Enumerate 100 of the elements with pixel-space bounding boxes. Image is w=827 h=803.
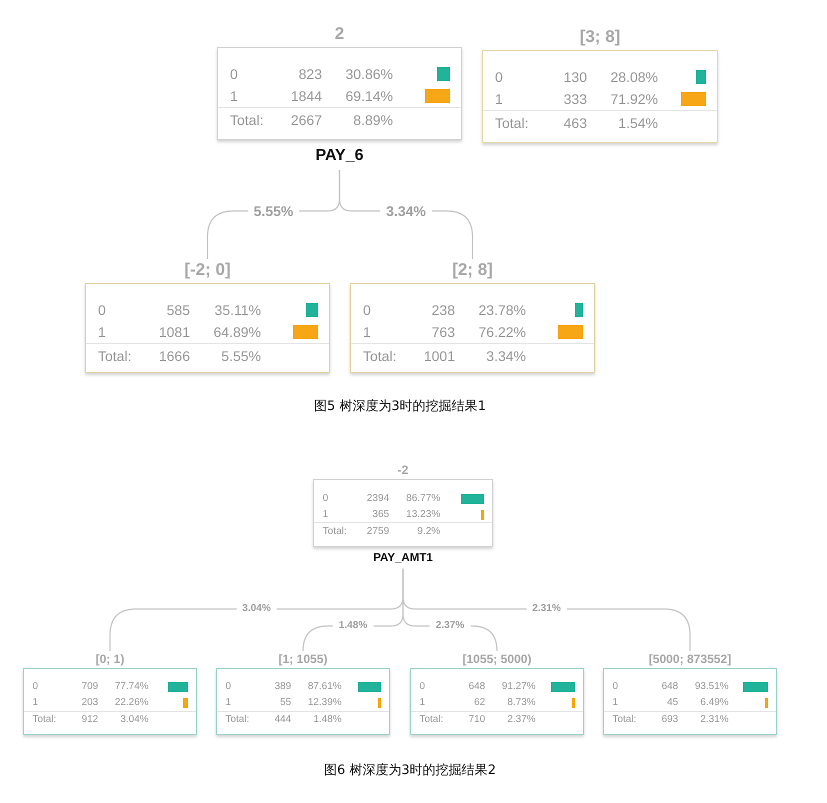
split-variable-label: PAY_AMT1 <box>372 552 434 564</box>
table-cell: 1844 <box>290 89 322 103</box>
table-cell: 2667 <box>290 113 322 127</box>
table-cell: 823 <box>298 67 322 81</box>
table-cell: 238 <box>432 303 455 317</box>
table-cell: 648 <box>468 682 486 692</box>
edge-label: 1.48% <box>332 620 374 632</box>
table-cell: 87.61% <box>308 682 342 692</box>
table-cell: 0 <box>230 67 238 81</box>
table-cell: 76.22% <box>478 325 526 339</box>
table-cell: Total: <box>420 715 444 726</box>
table-cell: 463 <box>564 116 587 130</box>
table-cell: 2394 <box>366 494 390 504</box>
table-cell: 0 <box>363 303 371 317</box>
table-cell: 130 <box>564 70 587 84</box>
table-cell: 9.2% <box>417 526 440 537</box>
table-cell: 1 <box>230 89 238 103</box>
table-cell: 93.51% <box>694 682 729 692</box>
table-cell: 3.34% <box>486 349 526 363</box>
table-cell: 1 <box>420 698 426 708</box>
table-cell: 389 <box>274 682 292 692</box>
table-cell: 71.92% <box>610 92 658 106</box>
table-cell: 12.39% <box>308 698 342 708</box>
table-cell: 648 <box>662 682 678 692</box>
table-cell: 0 <box>226 682 232 692</box>
node-heading: [0; 1) <box>94 652 126 666</box>
table-cell: 64.89% <box>214 325 261 339</box>
table-cell: 86.77% <box>406 494 440 504</box>
table-cell: 69.14% <box>346 89 393 103</box>
table-cell: 35.11% <box>214 303 261 317</box>
table-cell: 55 <box>280 698 292 708</box>
node-heading: [2; 8] <box>451 261 494 278</box>
figure-caption: 图5 树深度为3时的挖掘结果1 <box>314 400 486 413</box>
table-cell: 0 <box>420 682 426 692</box>
table-cell: Total: <box>612 715 636 726</box>
table-cell: 1666 <box>158 349 190 363</box>
table-cell: 0 <box>322 494 328 504</box>
table-cell: 8.73% <box>507 698 536 708</box>
node-heading: [1055; 5000) <box>461 652 533 666</box>
table-cell: 13.23% <box>406 510 440 520</box>
table-cell: 0 <box>98 303 106 317</box>
table-cell: Total: <box>226 715 250 726</box>
split-variable-label: PAY_6 <box>314 148 365 164</box>
table-cell: 6.49% <box>700 698 729 708</box>
table-cell: 585 <box>166 303 190 317</box>
edge-label: 3.04% <box>236 604 277 614</box>
table-cell: 28.08% <box>610 70 658 84</box>
table-cell: 1 <box>98 325 106 339</box>
table-cell: 444 <box>274 715 292 726</box>
table-cell: 23.78% <box>478 303 526 317</box>
table-cell: 1081 <box>158 325 190 339</box>
table-cell: Total: <box>32 715 56 726</box>
table-cell: 1 <box>32 698 38 708</box>
node-heading: [1; 1055) <box>278 652 328 666</box>
table-cell: 333 <box>564 92 587 106</box>
node-heading: 2 <box>334 25 346 42</box>
table-cell: 1 <box>322 510 328 520</box>
table-cell: 2.37% <box>507 715 536 726</box>
edge-label: 5.55% <box>248 204 300 218</box>
table-cell: 203 <box>82 698 98 708</box>
node-heading: [3; 8] <box>578 28 622 45</box>
node-heading: -2 <box>396 464 410 476</box>
table-cell: 1 <box>495 92 503 106</box>
table-cell: 1001 <box>424 349 455 363</box>
table-cell: 8.89% <box>353 113 393 127</box>
edge-label: 2.31% <box>526 604 567 614</box>
table-cell: 693 <box>662 715 678 726</box>
table-cell: 77.74% <box>114 682 149 692</box>
table-cell: 1 <box>226 698 232 708</box>
table-cell: Total: <box>322 526 347 537</box>
table-cell: 91.27% <box>502 682 536 692</box>
table-cell: 763 <box>432 325 455 339</box>
table-cell: 365 <box>372 510 390 520</box>
table-cell: 0 <box>612 682 618 692</box>
table-cell: 22.26% <box>114 698 149 708</box>
edge-label: 3.34% <box>380 204 432 218</box>
table-cell: 0 <box>32 682 38 692</box>
table-cell: 1 <box>363 325 371 339</box>
table-cell: 2759 <box>366 526 390 537</box>
table-cell: Total: <box>495 116 528 130</box>
table-cell: 45 <box>667 698 678 708</box>
table-cell: 0 <box>495 70 503 84</box>
table-cell: 62 <box>474 698 486 708</box>
table-cell: Total: <box>98 349 132 363</box>
table-cell: 709 <box>82 682 98 692</box>
table-cell: 30.86% <box>346 67 393 81</box>
tree-branch-line <box>402 568 691 651</box>
table-cell: 2.31% <box>700 715 729 726</box>
table-cell: Total: <box>363 349 396 363</box>
edge-label: 2.37% <box>430 620 470 632</box>
table-cell: 3.04% <box>120 715 149 726</box>
table-cell: 1.54% <box>618 116 658 130</box>
node-heading: [-2; 0] <box>183 261 232 278</box>
node-heading: [5000; 873552] <box>648 652 732 666</box>
table-cell: 912 <box>82 715 98 726</box>
figure-caption: 图6 树深度为3时的挖掘结果2 <box>324 764 496 777</box>
table-cell: 1 <box>612 698 618 708</box>
table-cell: 5.55% <box>221 349 261 363</box>
table-cell: Total: <box>230 113 264 127</box>
table-cell: 710 <box>468 715 486 726</box>
